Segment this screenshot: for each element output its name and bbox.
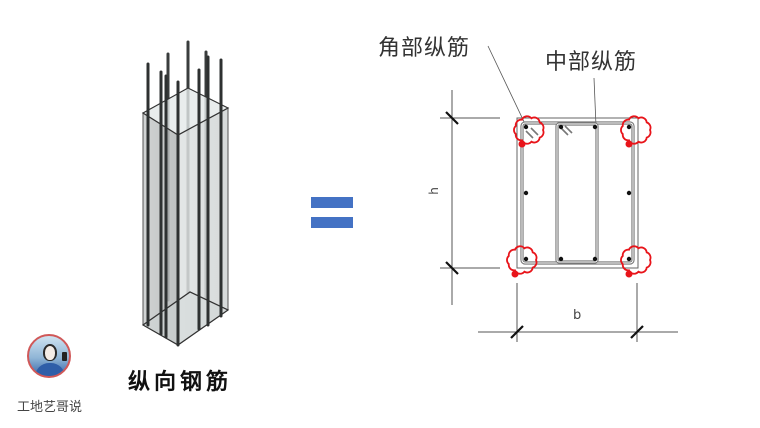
middle-bar-leader-line	[593, 77, 597, 127]
revision-cloud	[620, 115, 652, 148]
middle-rebar-dot	[626, 190, 632, 196]
avatar-body	[35, 363, 65, 376]
middle-rebar-dot	[558, 124, 564, 130]
revision-cloud-marker	[625, 270, 633, 278]
middle-bars-label: 中部纵筋	[545, 50, 638, 75]
outer-stirrup	[520, 121, 635, 265]
corner-rebar-dot	[626, 256, 632, 262]
middle-rebar-dot	[592, 256, 598, 262]
revision-cloud-marker	[625, 140, 633, 148]
corner-bars-label: 角部纵筋	[378, 36, 471, 61]
rebar-front	[146, 55, 223, 347]
revision-cloud-marker	[518, 140, 526, 148]
corner-rebar-dot	[523, 124, 529, 130]
equals-sign-top-bar	[311, 197, 353, 208]
corner-highlight-clouds	[506, 115, 652, 278]
corner-rebar-dot	[626, 124, 632, 130]
dimension-h-label: h	[426, 187, 441, 195]
author-name: 工地艺哥说	[17, 400, 83, 415]
avatar-head	[43, 344, 57, 361]
rebar-dots	[523, 124, 632, 262]
stirrup-hooks	[525, 125, 573, 139]
inner-stirrup	[555, 122, 599, 264]
corner-rebar-dot	[523, 256, 529, 262]
dimension-b	[478, 283, 678, 342]
revision-cloud	[513, 115, 545, 148]
concrete-section-outline	[516, 117, 639, 269]
middle-rebar-dot	[592, 124, 598, 130]
figure-caption: 纵向钢筋	[128, 369, 233, 395]
revision-cloud-marker	[511, 270, 519, 278]
corner-bar-leader-line	[487, 45, 528, 129]
revision-cloud	[620, 245, 652, 278]
middle-rebar-dot	[558, 256, 564, 262]
avatar-phone	[62, 352, 67, 361]
dimension-b-label: b	[573, 308, 582, 323]
outer-stirrup-highlight	[521, 122, 634, 264]
equals-sign-bottom-bar	[311, 217, 353, 228]
inner-stirrup-highlight	[556, 123, 598, 263]
person-avatar-icon	[27, 334, 71, 378]
revision-cloud	[506, 245, 538, 278]
middle-rebar-dot	[523, 190, 529, 196]
dimension-h	[440, 90, 500, 305]
